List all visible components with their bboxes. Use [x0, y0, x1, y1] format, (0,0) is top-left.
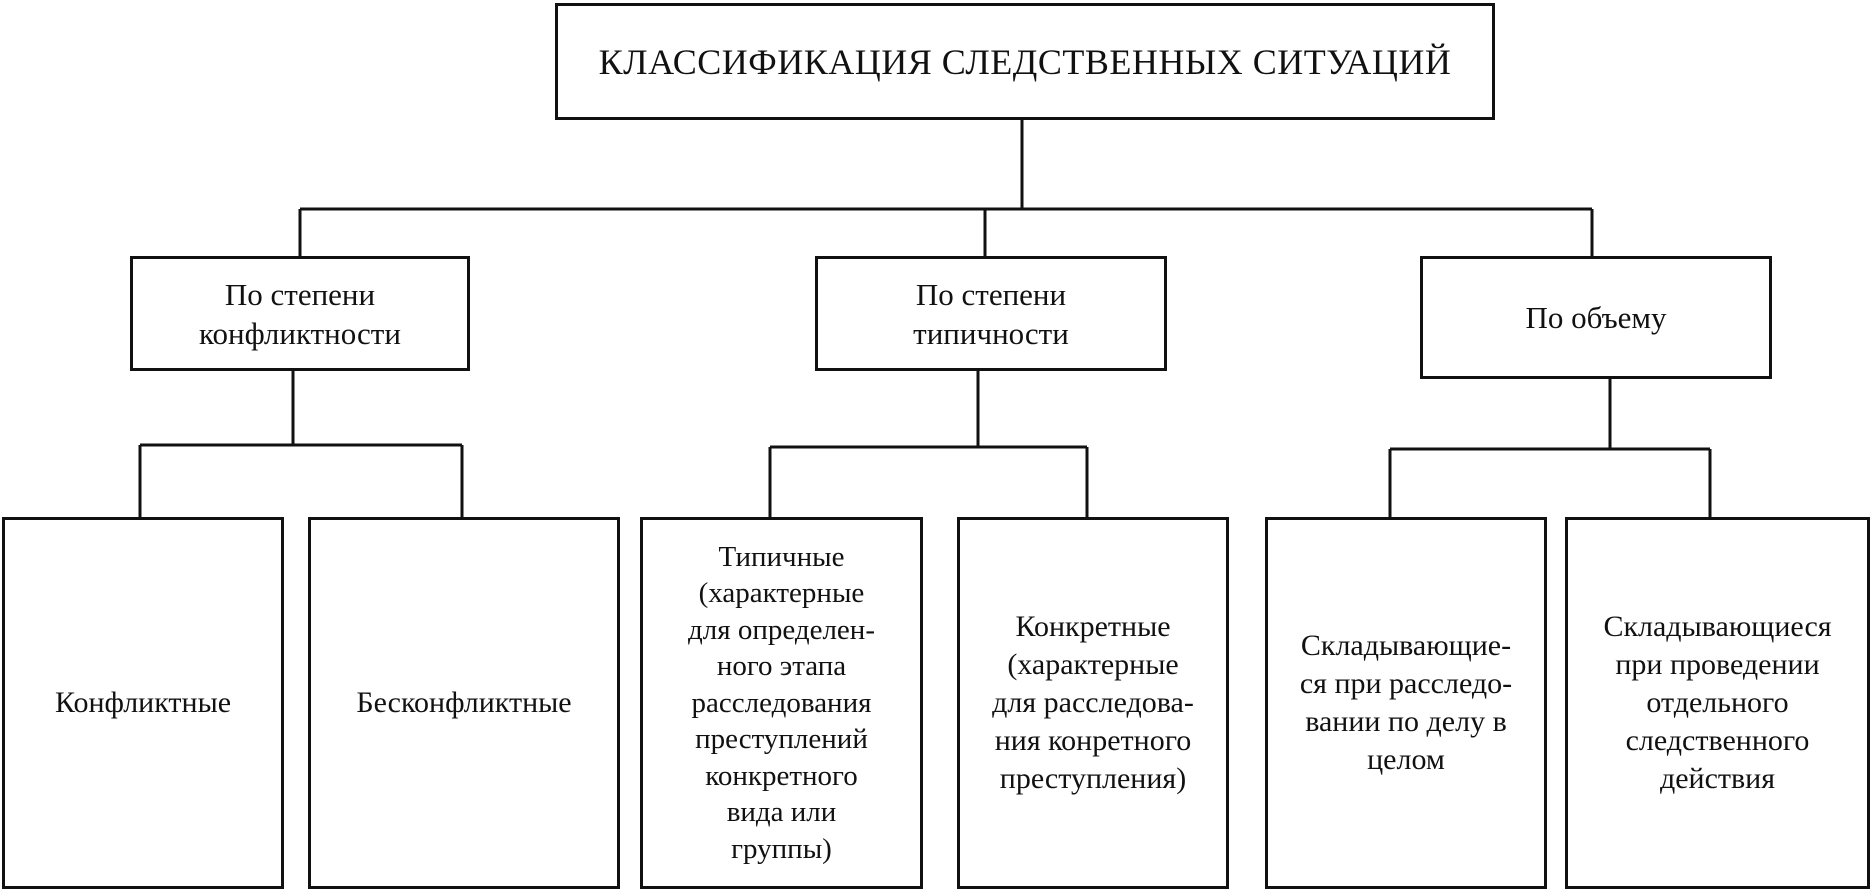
leaf-node-typical: Типичные (характерные для определен- ног…	[640, 517, 923, 889]
root-node: КЛАССИФИКАЦИЯ СЛЕДСТВЕННЫХ СИТУАЦИЙ	[555, 3, 1495, 120]
leaf-label: Типичные (характерные для определен- ног…	[688, 540, 875, 865]
category-label: По степени конфликтности	[199, 276, 401, 351]
leaf-label: Складывающие- ся при расследо- вании по …	[1299, 629, 1513, 776]
leaf-label: Конфликтные	[54, 686, 232, 719]
leaf-label: Конкретные (характерные для расследова- …	[992, 610, 1194, 795]
leaf-label: Бесконфликтные	[356, 686, 572, 719]
leaf-node-conflict: Конфликтные	[2, 517, 284, 889]
leaf-node-whole-case: Складывающие- ся при расследо- вании по …	[1265, 517, 1547, 889]
category-node-conflict: По степени конфликтности	[130, 256, 470, 371]
category-node-typicality: По степени типичности	[815, 256, 1167, 371]
category-label: По степени типичности	[913, 276, 1069, 351]
leaf-label: Складывающиеся при проведении отдельного…	[1603, 610, 1832, 795]
leaf-node-concrete: Конкретные (характерные для расследова- …	[957, 517, 1229, 889]
leaf-node-non-conflict: Бесконфликтные	[308, 517, 620, 889]
leaf-node-single-action: Складывающиеся при проведении отдельного…	[1565, 517, 1870, 889]
category-label: По объему	[1525, 300, 1667, 335]
category-node-scope: По объему	[1420, 256, 1772, 379]
root-title: КЛАССИФИКАЦИЯ СЛЕДСТВЕННЫХ СИТУАЦИЙ	[598, 41, 1452, 82]
